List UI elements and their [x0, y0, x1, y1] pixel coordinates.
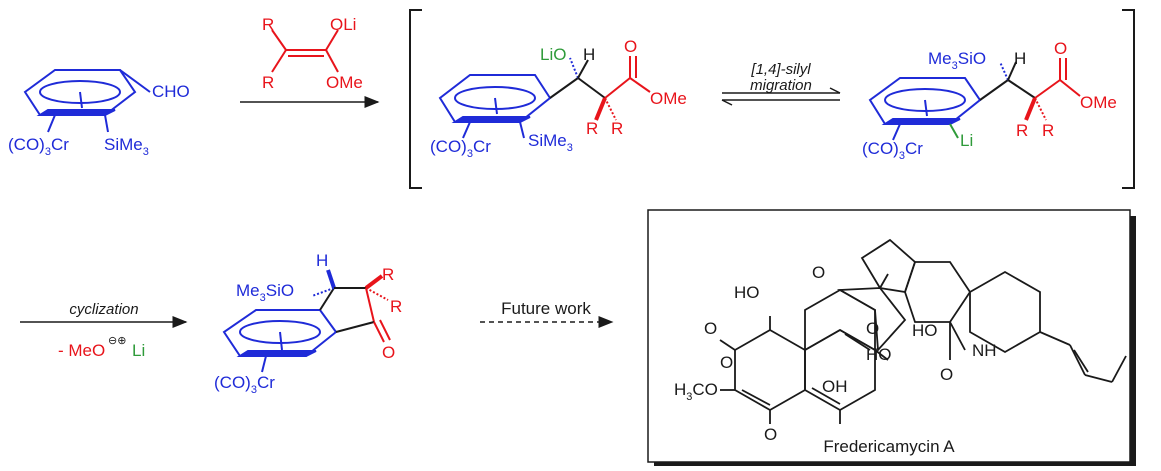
- cho-label: CHO: [152, 82, 190, 101]
- co3cr-label-b: (CO)3Cr: [862, 139, 923, 162]
- product-name: Fredericamycin A: [823, 437, 955, 456]
- enolate-reagent: [271, 29, 339, 73]
- ketone-o-c: O: [382, 343, 395, 362]
- carbonyl-o-b: O: [1054, 39, 1067, 58]
- bracket-right: [1122, 9, 1135, 189]
- h3co-label: H3CO: [674, 380, 718, 403]
- ome-label-a: OMe: [650, 89, 687, 108]
- enolate-r-bottom: R: [262, 73, 274, 92]
- oh-label: OH: [822, 377, 848, 396]
- co3cr-label-c: (CO)3Cr: [214, 373, 275, 396]
- ho-label-2: HO: [866, 345, 892, 364]
- me3sio-label-b: Me3SiO: [928, 49, 986, 72]
- r-label-a1: R: [586, 119, 598, 138]
- lactam-o: O: [940, 365, 953, 384]
- r-label-b1: R: [1016, 121, 1028, 140]
- li-counterion: Li: [132, 341, 145, 360]
- product-box: [647, 209, 1131, 463]
- dione-o-2: O: [866, 319, 879, 338]
- cyclization-label: cyclization: [69, 301, 138, 318]
- bracket-left: [409, 9, 422, 189]
- sime3-label-a: SiMe3: [528, 131, 573, 154]
- starting-aldehyde: [23, 69, 151, 133]
- co3cr-label-a: (CO)3Cr: [430, 137, 491, 160]
- future-work-label: Future work: [501, 299, 591, 318]
- quinone-o-1: O: [704, 319, 717, 338]
- sime3-label-1: SiMe3: [104, 135, 149, 158]
- r-label-c1: R: [382, 265, 394, 284]
- charge-symbols: ⊖⊕: [108, 335, 126, 347]
- enolate-oli: OLi: [330, 15, 356, 34]
- meo-label: - MeO: [58, 341, 105, 360]
- carbonyl-o-a: O: [624, 37, 637, 56]
- quinone-o-3: O: [764, 425, 777, 444]
- dione-o-1: O: [812, 263, 825, 282]
- h-label-a: H: [583, 45, 595, 64]
- silyl-label: [1,4]-silyl: [750, 61, 811, 78]
- r-label-a2: R: [611, 119, 623, 138]
- quinone-o-2: O: [720, 353, 733, 372]
- co3cr-label-1: (CO)3Cr: [8, 135, 69, 158]
- intermediate-aryllithium: [868, 58, 1081, 141]
- h-label-b: H: [1014, 49, 1026, 68]
- indanone-product: [222, 269, 391, 373]
- r-label-b2: R: [1042, 121, 1054, 140]
- me3sio-label-c: Me3SiO: [236, 281, 294, 304]
- ome-label-b: OMe: [1080, 93, 1117, 112]
- enolate-r-top: R: [262, 15, 274, 34]
- intermediate-alkoxide: [438, 56, 651, 139]
- h-label-c: H: [316, 251, 328, 270]
- r-label-c2: R: [390, 297, 402, 316]
- nh-label: NH: [972, 341, 997, 360]
- ho-label-3: HO: [912, 321, 938, 340]
- li-label-b: Li: [960, 131, 973, 150]
- fredericamycin-structure: [719, 238, 1127, 424]
- lio-label: LiO: [540, 45, 566, 64]
- migration-label: migration: [750, 77, 812, 94]
- ho-label-1: HO: [734, 283, 760, 302]
- enolate-ome: OMe: [326, 73, 363, 92]
